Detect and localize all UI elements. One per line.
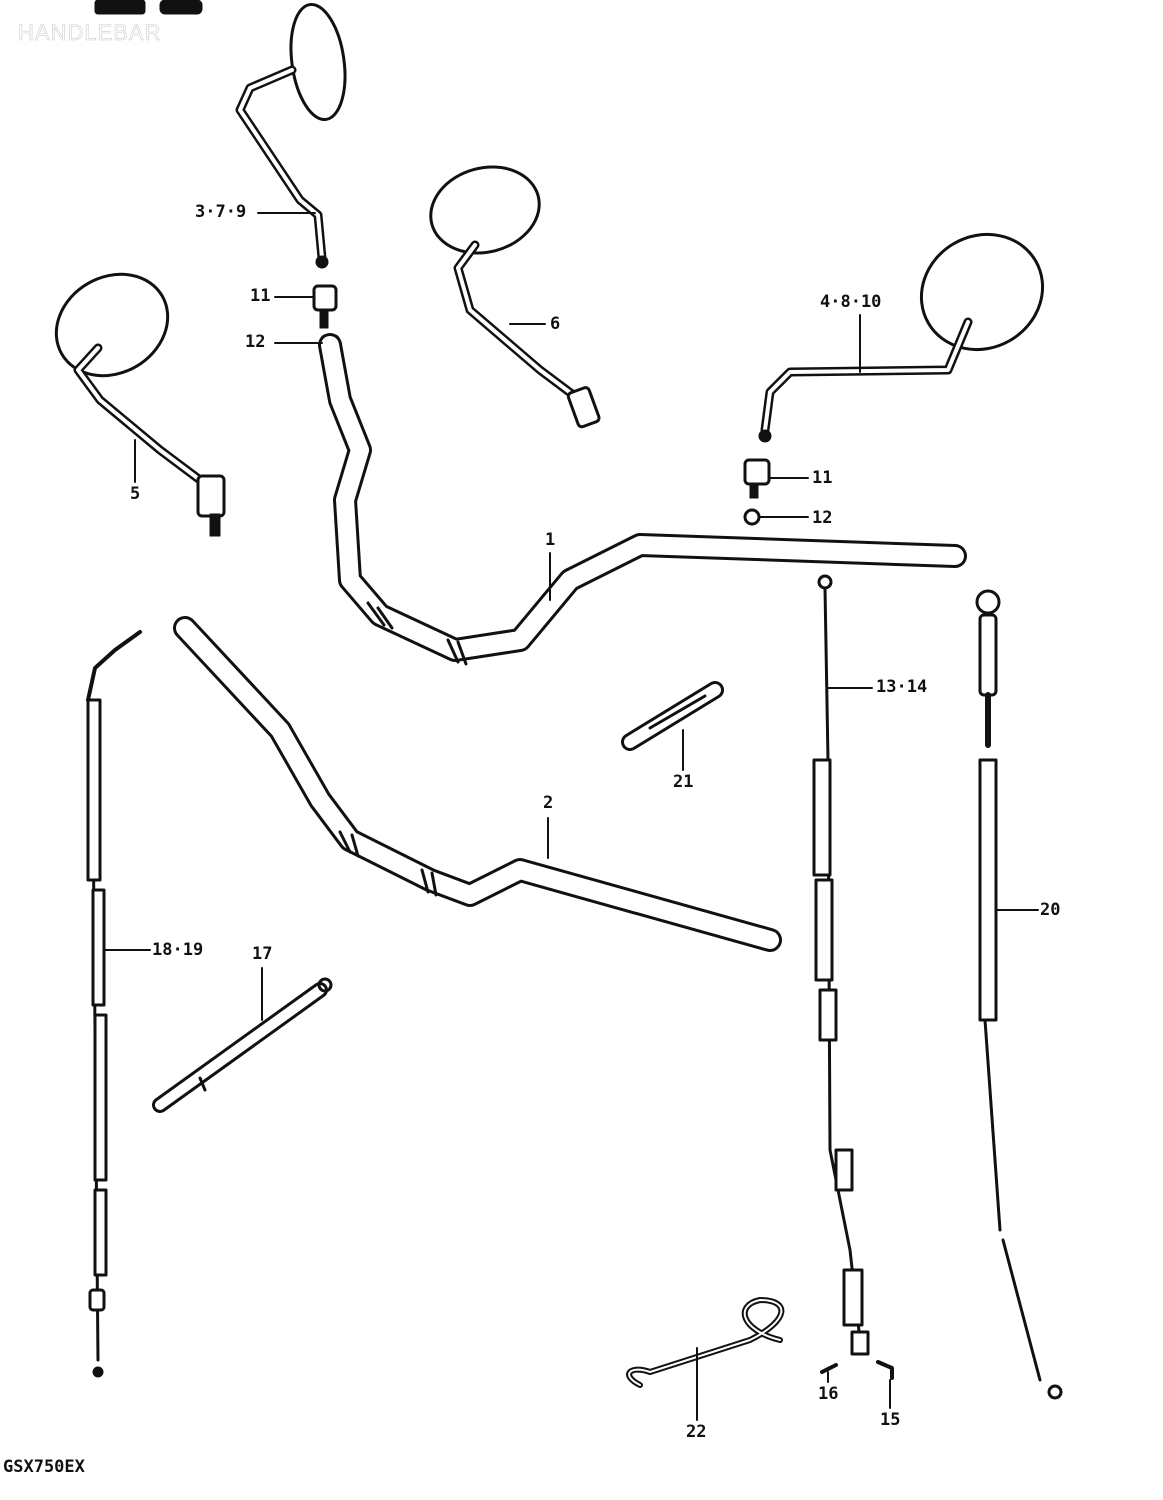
mirror-6 (429, 165, 601, 429)
cable-18-19 (86, 630, 142, 1378)
mirror-adapter-11 (312, 284, 338, 312)
label-21: 21 (673, 772, 694, 792)
label-2: 2 (543, 793, 554, 813)
label-11: 11 (250, 286, 271, 306)
label-1: 1 (545, 530, 556, 550)
mirror-adapter-11b (743, 458, 771, 486)
label-4-8-10: 4·8·10 (820, 292, 882, 312)
handlebar-1 (318, 333, 967, 666)
cable-13-14 (812, 574, 870, 1356)
label-20: 20 (1040, 900, 1061, 920)
mirror-4-8-10 (758, 232, 1045, 443)
handlebar-2 (173, 616, 782, 952)
label-16: 16 (818, 1384, 839, 1404)
model-code: GSX750EX (3, 1457, 85, 1477)
mirror-5 (54, 272, 226, 537)
label-22: 22 (686, 1422, 707, 1442)
cable-20 (975, 589, 1063, 1400)
label-11b: 11 (812, 468, 833, 488)
mirror-3-7-9 (235, 2, 347, 269)
label-18-19: 18·19 (152, 940, 204, 960)
screw-15 (876, 1360, 894, 1380)
diagram-title: HANDLEBAR (18, 20, 162, 46)
label-13-14: 13·14 (876, 677, 928, 697)
label-3-7-9: 3·7·9 (195, 202, 247, 222)
part-17 (152, 977, 333, 1113)
label-15: 15 (880, 1410, 901, 1430)
label-6: 6 (550, 314, 561, 334)
logo-badge (94, 0, 146, 15)
nut-12b (743, 508, 761, 526)
label-12b: 12 (812, 508, 833, 528)
label-5: 5 (130, 484, 141, 504)
label-12: 12 (245, 332, 266, 352)
label-17: 17 (252, 944, 273, 964)
clip-22 (626, 1297, 785, 1388)
screw-16 (820, 1363, 838, 1374)
part-21 (621, 681, 724, 751)
logo-badge (159, 0, 203, 15)
